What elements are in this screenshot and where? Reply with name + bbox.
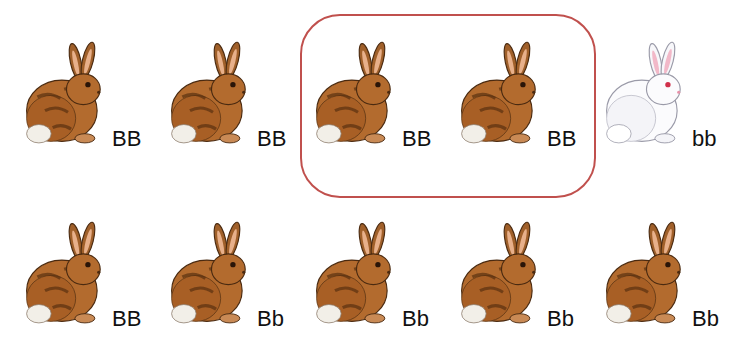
brown-rabbit: [172, 41, 246, 143]
brown-rabbit: [607, 221, 681, 323]
genotype-label: BB: [257, 128, 286, 150]
genotype-label: Bb: [402, 308, 429, 330]
genotype-label: BB: [547, 128, 576, 150]
brown-rabbit: [27, 221, 101, 323]
white-rabbit: [607, 41, 681, 143]
brown-rabbit: [172, 221, 246, 323]
brown-rabbit: [462, 41, 536, 143]
selection-outline: BB BB: [300, 14, 596, 198]
genotype-label: bb: [692, 128, 716, 150]
brown-rabbit: [27, 41, 101, 143]
brown-rabbit: [462, 221, 536, 323]
genotype-label: BB: [402, 128, 431, 150]
genotype-label: Bb: [692, 308, 719, 330]
genotype-label: Bb: [547, 308, 574, 330]
genotype-label: Bb: [257, 308, 284, 330]
brown-rabbit: [317, 221, 391, 323]
brown-rabbit: [317, 41, 391, 143]
genotype-label: BB: [112, 308, 141, 330]
genotype-label: BB: [112, 128, 141, 150]
